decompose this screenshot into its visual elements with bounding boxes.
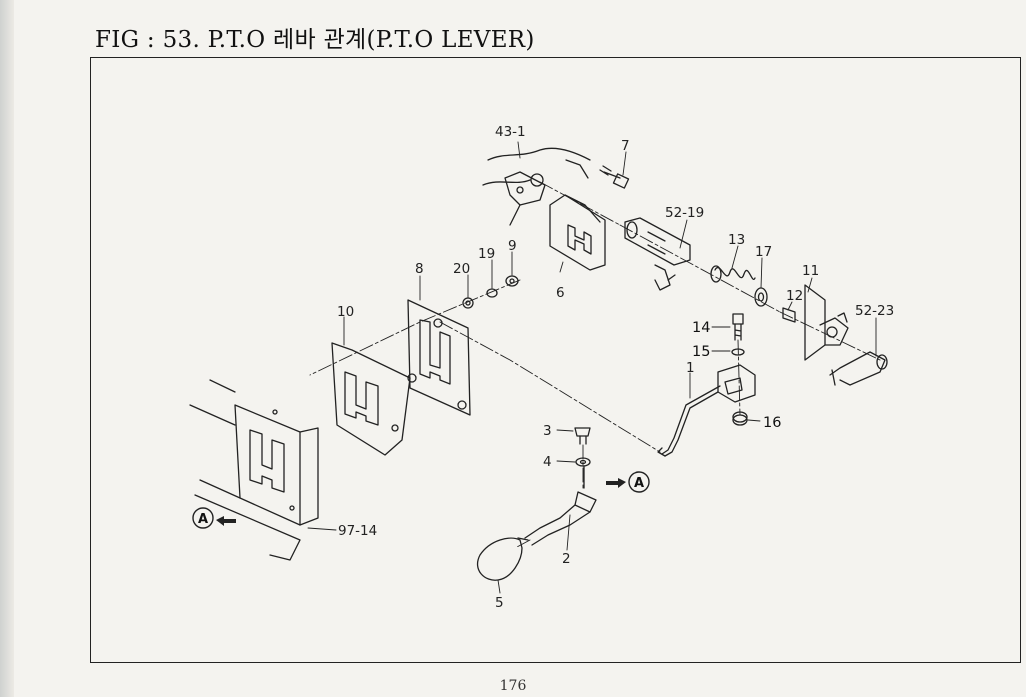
label-19: 19: [478, 246, 495, 262]
part-17-washer: [754, 287, 768, 307]
part-13-spring: [710, 265, 756, 283]
scan-edge: [0, 0, 14, 697]
part-5-knob: [476, 537, 529, 581]
view-marker-a-left-label: A: [198, 512, 208, 527]
part-10-gate-plate: [331, 342, 411, 456]
label-5: 5: [495, 595, 504, 611]
part-19-washer: [486, 288, 498, 298]
label-6: 6: [556, 285, 565, 301]
assembly-center-lines: [309, 181, 881, 549]
label-3: 3: [543, 423, 552, 439]
part-3-bolt: [574, 427, 591, 445]
label-14: 14: [692, 320, 710, 336]
part-43-1-frame: [482, 147, 591, 226]
label-16: 16: [763, 415, 781, 431]
part-52-19-shaft: [624, 217, 691, 291]
figure-title: FIG : 53. P.T.O 레바 관계(P.T.O LEVER): [95, 27, 535, 53]
label-97-14: 97-14: [338, 523, 377, 539]
part-97-14-panel: [189, 379, 319, 561]
label-52-19: 52-19: [665, 205, 704, 221]
leader-lines: [307, 141, 877, 594]
part-9-nut: [505, 275, 519, 287]
label-9: 9: [508, 238, 517, 254]
label-52-23: 52-23: [855, 303, 894, 319]
view-marker-a-right: A: [606, 471, 650, 493]
part-14-bolt: [732, 313, 744, 341]
part-52-23-link: [829, 351, 888, 386]
part-1-lever: [657, 364, 756, 457]
part-2-lever-rod: [524, 465, 597, 546]
label-1: 1: [686, 360, 695, 376]
label-8: 8: [415, 261, 424, 277]
label-7: 7: [621, 138, 630, 154]
part-11-bracket: [804, 284, 849, 361]
label-13: 13: [728, 232, 745, 248]
part-8-gate-plate: [407, 299, 471, 416]
label-4: 4: [543, 454, 552, 470]
label-11: 11: [802, 263, 819, 279]
label-2: 2: [562, 551, 571, 567]
label-15: 15: [692, 344, 710, 360]
label-17: 17: [755, 244, 772, 260]
part-7-bolt: [599, 165, 630, 189]
part-6-gate-bracket: [549, 194, 606, 271]
page-number: 176: [499, 678, 527, 694]
label-10: 10: [337, 304, 354, 320]
part-12-pin: [782, 307, 796, 323]
label-43-1: 43-1: [495, 124, 526, 140]
view-marker-a-right-label: A: [634, 476, 644, 491]
label-12: 12: [786, 288, 803, 304]
diagram-frame: [90, 57, 1021, 663]
part-number-labels: 43-1 7 52-19 13 17 11 12 52-23 6 9 19 20…: [337, 124, 894, 611]
label-20: 20: [453, 261, 470, 277]
view-marker-a-left: A: [192, 507, 236, 529]
